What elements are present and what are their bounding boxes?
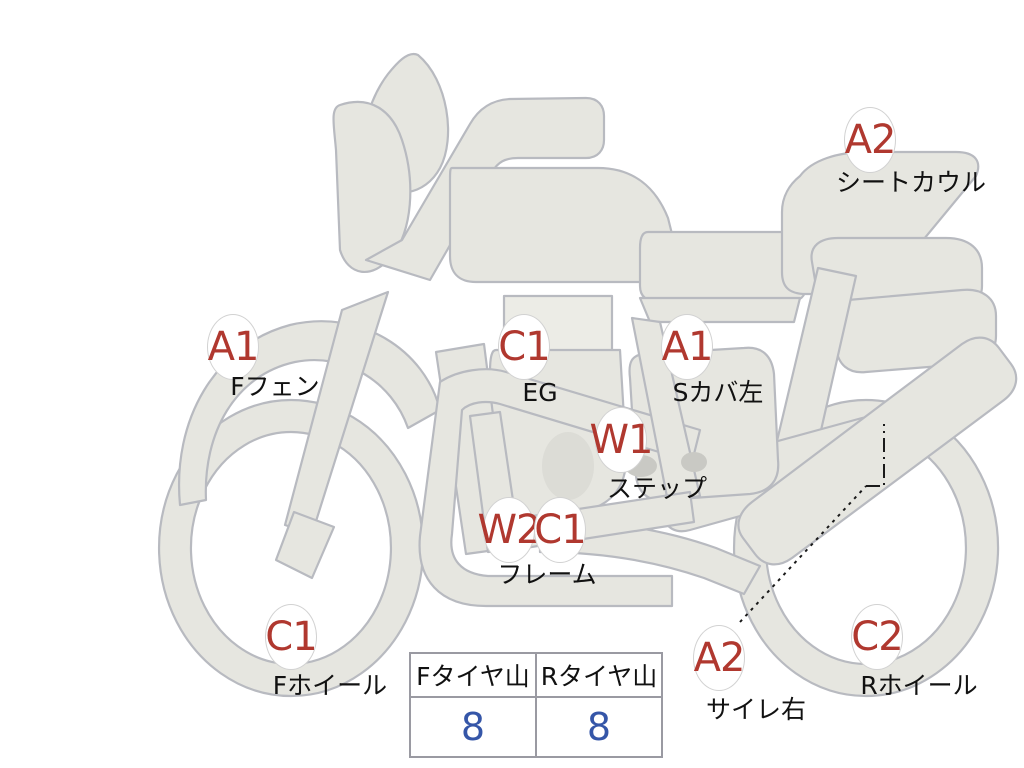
marker-code-label: C1 (498, 324, 550, 370)
seat-shape (638, 230, 808, 324)
marker-caption-4: ステップ (606, 474, 708, 503)
muffler-leader-line (739, 424, 885, 623)
muffler-shape (737, 336, 1018, 566)
tire-table-header-front: Fタイヤ山 (409, 652, 537, 698)
tire-tread-table: Fタイヤ山 Rタイヤ山 8 8 (409, 652, 663, 758)
marker-badge-w1-4[interactable]: W1 (589, 407, 654, 473)
marker-badge-c1-6[interactable]: C1 (534, 497, 587, 563)
marker-caption-3: シートカウル (835, 168, 987, 197)
marker-badge-a1-2[interactable]: A1 (661, 314, 713, 380)
tire-table-value-row: 8 8 (409, 696, 663, 758)
marker-badge-a2-3[interactable]: A2 (844, 107, 896, 173)
marker-caption-2: Sカバ左 (672, 378, 764, 407)
marker-code-label: A2 (844, 117, 897, 163)
marker-badge-a1-0[interactable]: A1 (207, 314, 259, 380)
marker-code-label: W2 (477, 507, 542, 553)
marker-badge-c1-1[interactable]: C1 (498, 314, 551, 380)
engine-case-circle (542, 432, 594, 500)
footpeg-right (681, 452, 707, 472)
tire-value-rear[interactable]: 8 (535, 696, 663, 758)
tire-table-header-rear: Rタイヤ山 (535, 652, 663, 698)
marker-bubble (498, 314, 550, 380)
marker-code-label: W1 (589, 417, 654, 463)
marker-caption-8: サイレ右 (705, 695, 807, 724)
marker-badge-c2-9[interactable]: C2 (851, 604, 904, 670)
marker-caption-9: Rホイール (860, 671, 978, 700)
marker-code-label: C1 (265, 614, 317, 660)
marker-bubble (661, 314, 713, 380)
marker-bubble (693, 625, 745, 691)
marker-code-label: A2 (693, 635, 746, 681)
tire-value-front[interactable]: 8 (409, 696, 537, 758)
marker-bubble (844, 107, 896, 173)
tire-table-header-row: Fタイヤ山 Rタイヤ山 (409, 652, 663, 698)
marker-caption-0: Fフェン (230, 372, 320, 401)
marker-code-label: A1 (207, 324, 260, 370)
marker-code-label: A1 (661, 324, 714, 370)
marker-caption-5: フレーム (497, 560, 597, 589)
front-fork-shape (274, 290, 390, 580)
marker-caption-7: Fホイール (272, 671, 388, 700)
marker-bubble (595, 407, 647, 473)
marker-badge-a2-8[interactable]: A2 (693, 625, 745, 691)
marker-code-label: C1 (534, 507, 586, 553)
marker-bubble (534, 497, 586, 563)
marker-code-label: C2 (851, 614, 903, 660)
marker-bubble (265, 604, 317, 670)
handlebar-shape (364, 96, 606, 282)
marker-bubble (851, 604, 903, 670)
marker-bubble (207, 314, 259, 380)
marker-badge-w2-5[interactable]: W2 (477, 497, 542, 563)
marker-caption-1: EG (522, 378, 558, 407)
marker-badge-c1-7[interactable]: C1 (265, 604, 318, 670)
